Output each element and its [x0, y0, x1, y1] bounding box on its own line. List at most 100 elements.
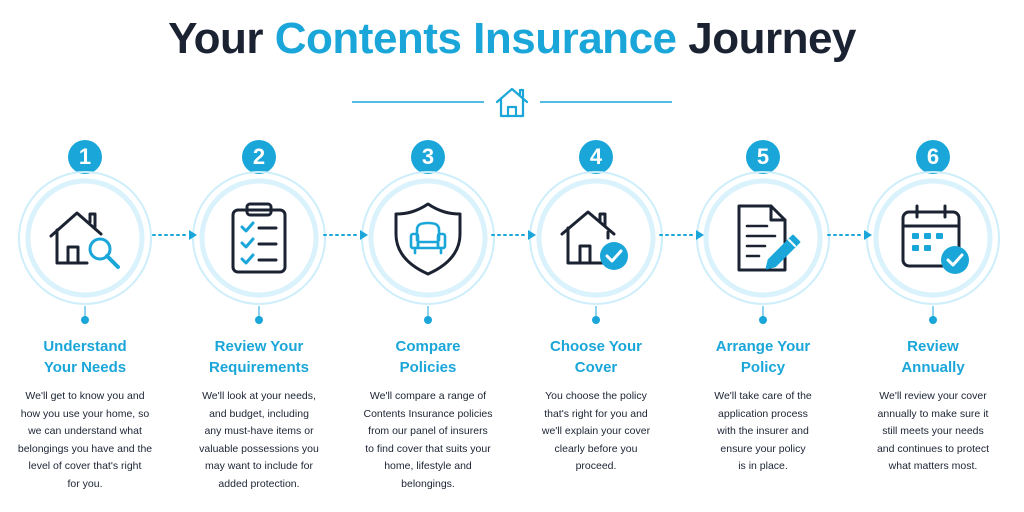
step-title-line: Review Your — [214, 338, 304, 355]
connector-dot — [255, 316, 263, 324]
calendar-check-icon — [901, 204, 961, 268]
step-desc-line: Contents Insurance policies — [363, 407, 493, 420]
shield-armchair-icon — [394, 202, 462, 276]
step-desc-line: with the insurer and — [717, 425, 809, 437]
connector-stem — [762, 306, 764, 318]
step-title-line: Requirements — [208, 359, 310, 376]
step-desc-line: You choose the policy — [545, 390, 647, 402]
title-divider — [352, 87, 672, 118]
step-desc-line: what matters most. — [888, 460, 978, 472]
step-desc-line: any must-have items or — [204, 425, 314, 437]
step-desc-line: level of cover that's right — [28, 460, 142, 472]
step-desc-line: that's right for you and — [544, 407, 648, 420]
connector-dot — [929, 316, 937, 324]
step-description: We'll get to know you and how you use yo… — [8, 388, 162, 493]
step-description: We'll review your cover annually to make… — [856, 388, 1010, 476]
title-part-2: Journey — [676, 14, 856, 63]
step-desc-line: added protection. — [218, 477, 300, 490]
step-title-line: Policies — [399, 359, 457, 376]
step-title-line: Policy — [740, 359, 786, 376]
step-desc-line: We'll take care of the — [714, 390, 812, 402]
step-desc-line: clearly before you — [554, 442, 638, 455]
step-3: 3 Compare Policies We'll compare a range… — [343, 140, 513, 512]
step-desc-line: belongings. — [401, 477, 455, 490]
dotted-arrow — [152, 230, 197, 240]
connector-dot — [81, 316, 89, 324]
step-icon-circle — [866, 171, 1000, 305]
connector-stem — [427, 306, 429, 318]
step-2: 2 Review Your Requirements We'll look at… — [174, 140, 344, 512]
step-desc-line: We'll look at your needs, — [202, 390, 316, 402]
step-desc-line: We'll get to know you and — [25, 390, 145, 402]
step-title-line: Cover — [574, 359, 618, 376]
step-title-line: Understand — [43, 338, 127, 355]
step-desc-line: We'll review your cover — [879, 390, 987, 402]
step-number-badge: 1 — [68, 140, 102, 174]
step-title: Review Annually — [848, 336, 1018, 378]
step-desc-line: we can understand what — [28, 425, 142, 437]
dotted-arrow — [827, 230, 872, 240]
check-badge — [600, 242, 628, 270]
step-desc-line: we'll explain your cover — [541, 425, 651, 437]
step-title-line: Choose Your — [550, 338, 642, 355]
step-title: Understand Your Needs — [0, 336, 170, 378]
dotted-arrow — [659, 230, 704, 240]
connector-stem — [258, 306, 260, 318]
step-4: 4 Choose Your Cover You choose the polic… — [511, 140, 681, 512]
step-desc-line: We'll compare a range of — [369, 390, 487, 402]
step-desc-line: and continues to protect — [876, 442, 990, 455]
step-title-line: Arrange Your — [715, 338, 811, 355]
step-description: We'll look at your needs, and budget, in… — [182, 388, 336, 493]
step-description: We'll compare a range of Contents Insura… — [351, 388, 505, 493]
title-part-1: Your — [168, 14, 275, 63]
step-desc-line: may want to include for — [205, 460, 313, 472]
step-icon-circle — [696, 171, 830, 305]
step-title: Review Your Requirements — [174, 336, 344, 378]
connector-stem — [595, 306, 597, 318]
step-title-line: Your Needs — [43, 359, 127, 376]
step-desc-line: belongings you have and the — [17, 442, 153, 455]
dotted-arrow — [323, 230, 368, 240]
connector-stem — [932, 306, 934, 318]
connector-dot — [424, 316, 432, 324]
check-badge — [941, 246, 969, 274]
connector-stem — [84, 306, 86, 318]
step-description: We'll take care of the application proce… — [686, 388, 840, 476]
step-title: Choose Your Cover — [511, 336, 681, 378]
step-number-badge: 2 — [242, 140, 276, 174]
clipboard-checklist-icon — [231, 202, 287, 274]
step-icon-circle — [18, 171, 152, 305]
step-desc-line: ensure your policy — [720, 442, 806, 455]
step-desc-line: valuable possessions you — [199, 442, 319, 455]
step-icon-circle — [361, 171, 495, 305]
step-desc-line: from our panel of insurers — [368, 425, 488, 437]
step-desc-line: proceed. — [575, 460, 617, 472]
house-check-icon — [560, 210, 616, 265]
step-icon-circle — [192, 171, 326, 305]
step-icon-circle — [529, 171, 663, 305]
step-5: 5 Arrange Your Policy We'll take care of… — [678, 140, 848, 512]
step-desc-line: is in place. — [738, 460, 788, 472]
step-number-badge: 4 — [579, 140, 613, 174]
step-1: 1 Understand Your Needs We'll get to kno… — [0, 140, 170, 512]
step-desc-line: to find cover that suits your — [365, 442, 491, 455]
step-title: Arrange Your Policy — [678, 336, 848, 378]
step-description: You choose the policy that's right for y… — [519, 388, 673, 476]
house-outline-icon — [495, 87, 529, 118]
house-magnifier-icon — [49, 211, 120, 269]
step-title-line: Review — [907, 338, 959, 355]
step-desc-line: how you use your home, so — [20, 407, 150, 420]
step-desc-line: home, lifestyle and — [384, 460, 472, 472]
step-number-badge: 3 — [411, 140, 445, 174]
step-title-line: Compare — [395, 338, 461, 355]
step-6: 6 Review Annually We'll review your cove… — [848, 140, 1018, 512]
page-title: Your Contents Insurance Journey — [0, 14, 1024, 64]
document-pen-icon — [737, 204, 801, 272]
step-number-badge: 5 — [746, 140, 780, 174]
dotted-arrow — [491, 230, 536, 240]
step-desc-line: application process — [718, 407, 808, 420]
step-desc-line: still meets your needs — [882, 425, 984, 437]
step-desc-line: and budget, including — [209, 407, 309, 420]
step-desc-line: annually to make sure it — [877, 407, 989, 420]
connector-dot — [759, 316, 767, 324]
